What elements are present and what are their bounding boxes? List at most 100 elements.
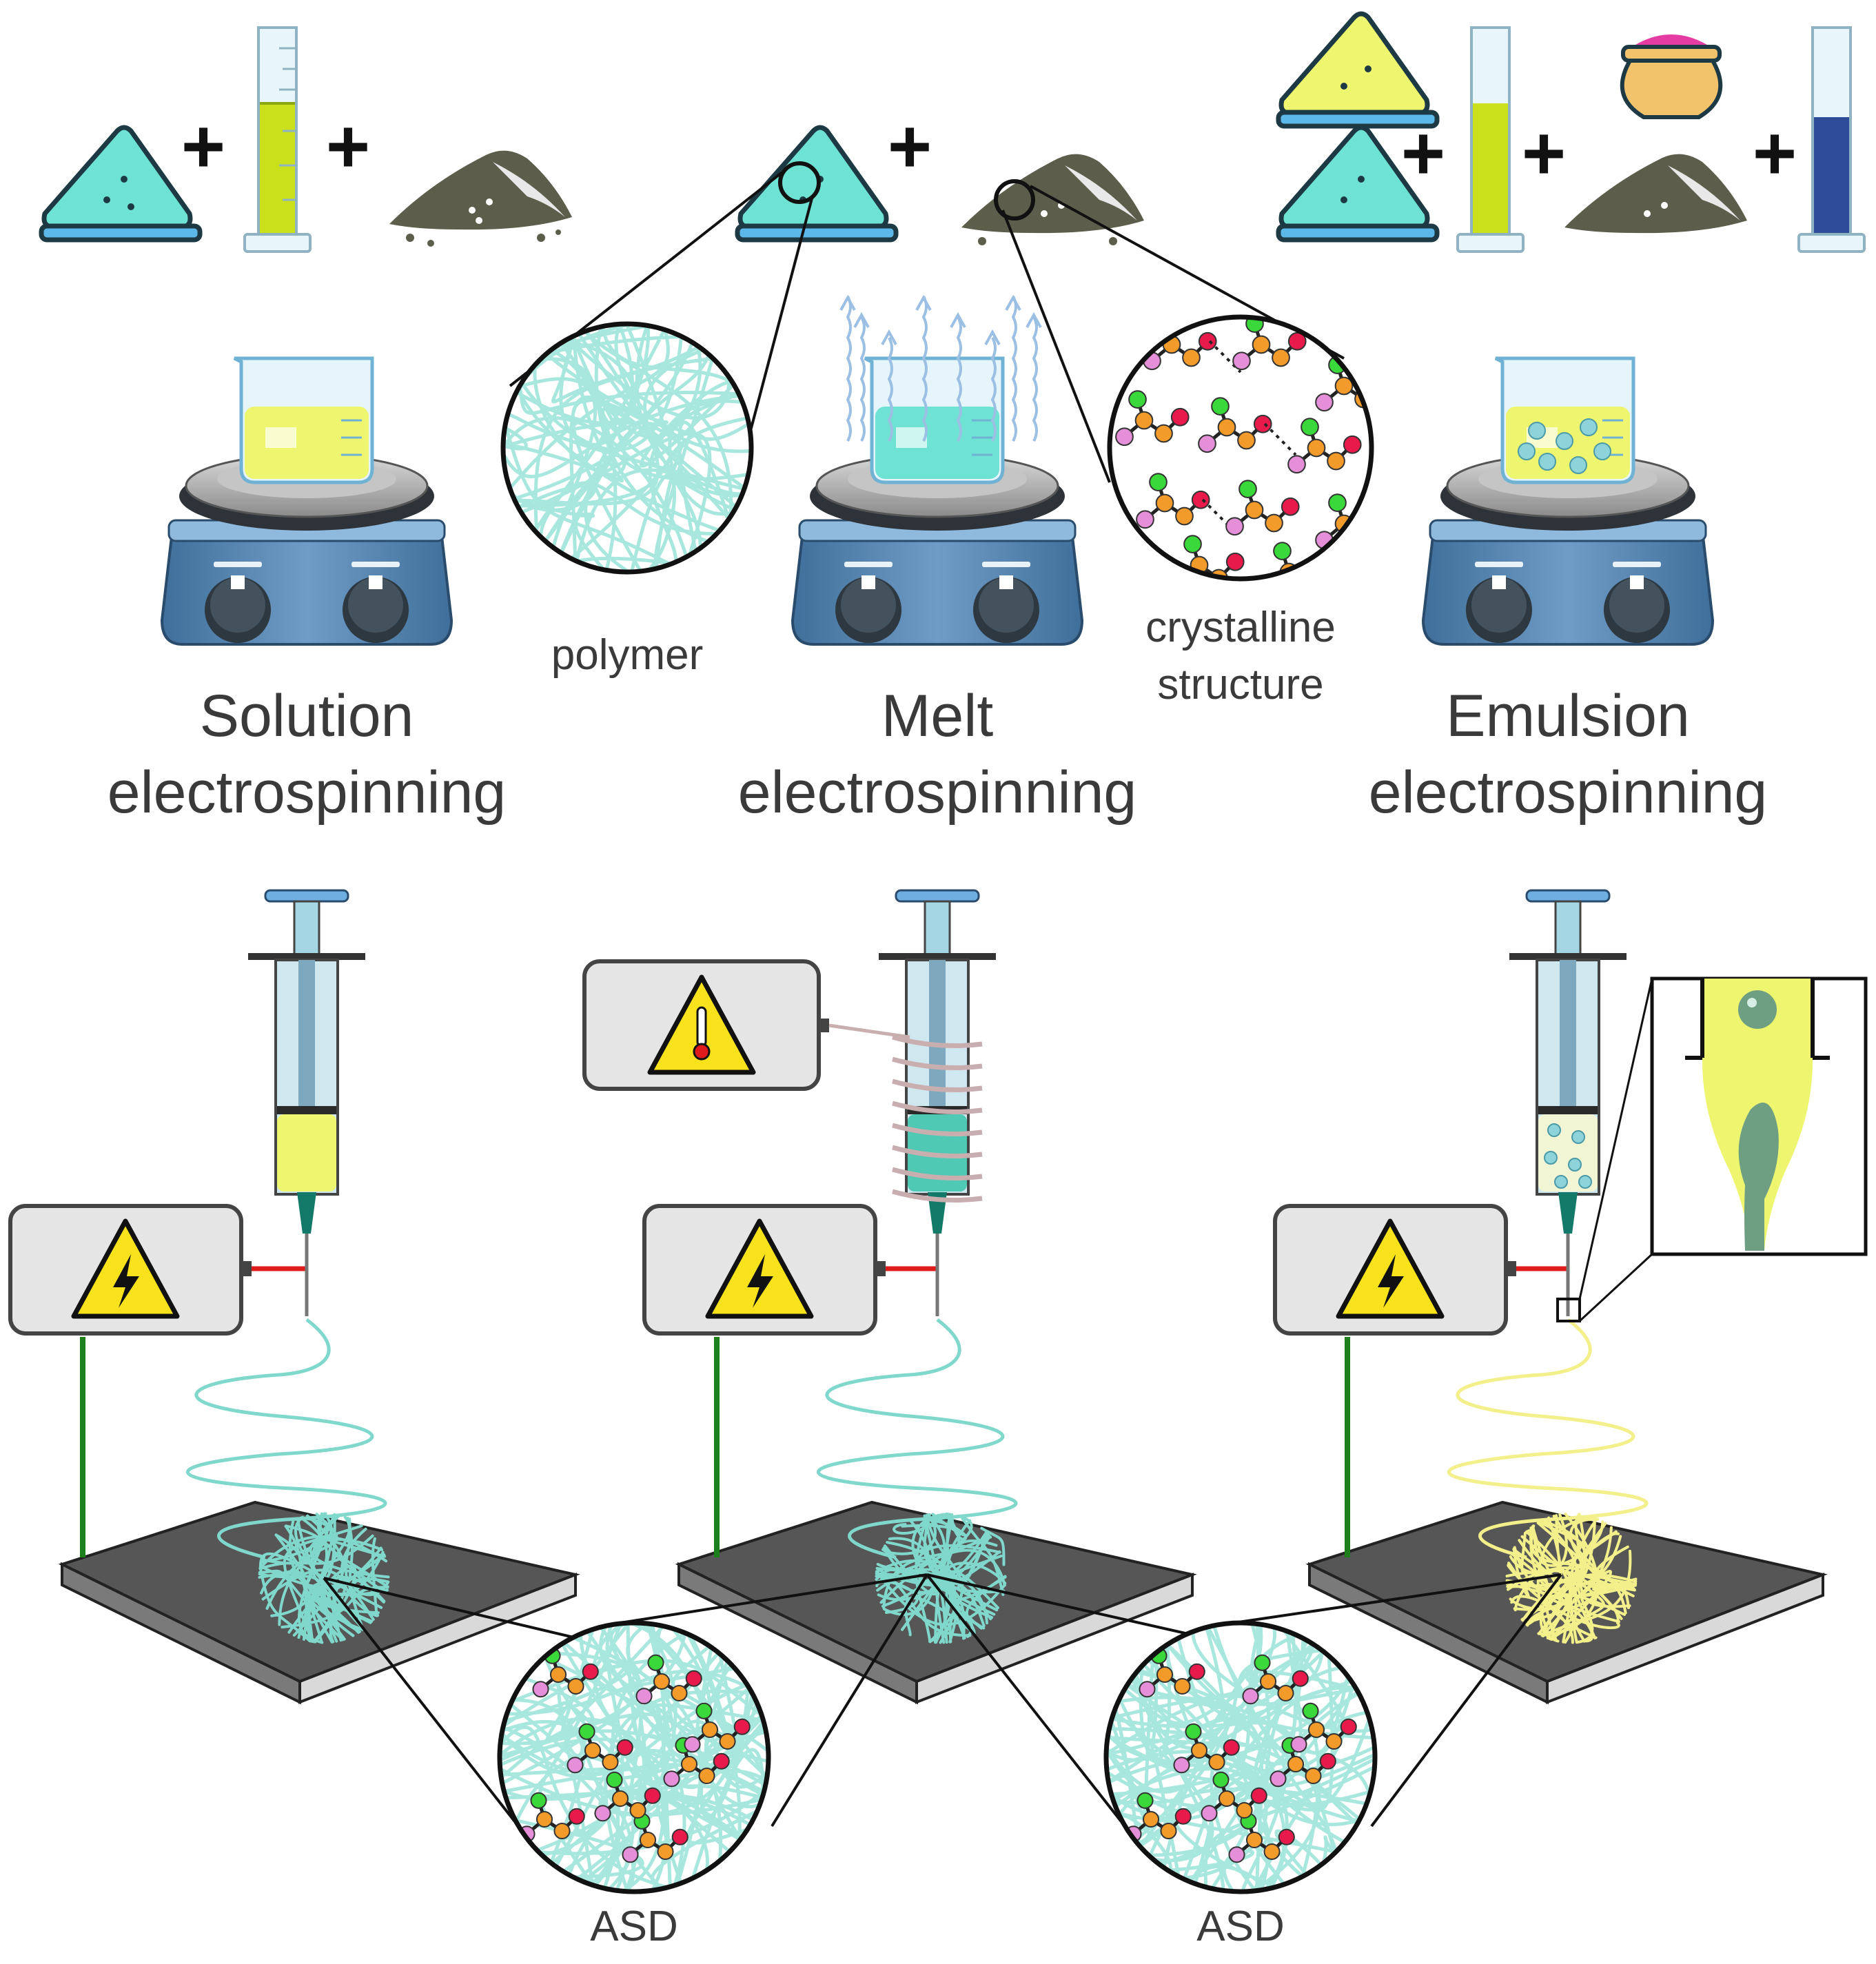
high-voltage-supply (8, 1204, 252, 1336)
electrospinning-rig-emulsion (1273, 889, 1828, 1705)
atom (733, 1718, 751, 1735)
atom (635, 1688, 653, 1705)
atom (1277, 1684, 1294, 1702)
atom (567, 1757, 584, 1774)
atom (578, 1723, 595, 1740)
atom (1211, 397, 1230, 416)
hotplate-stirrer-icon (160, 356, 453, 646)
method-title: Solution (199, 683, 414, 749)
beaker-icon (233, 356, 374, 484)
atom (629, 1801, 646, 1819)
atom (663, 1770, 680, 1788)
atom (1155, 493, 1174, 513)
high-voltage-warning-icon (1336, 1218, 1445, 1319)
atom (1301, 418, 1319, 436)
atom (1281, 497, 1300, 516)
atom (1327, 451, 1345, 471)
atom (1250, 1787, 1267, 1804)
method-subtitle: electrospinning (737, 759, 1137, 826)
syringe-icon (248, 889, 365, 1316)
atom (1208, 1753, 1225, 1771)
atom (1173, 1757, 1190, 1774)
plus-sign: + (888, 104, 932, 189)
emulsion-ingredients: + + + (1276, 11, 1866, 253)
atom (680, 1755, 698, 1773)
atom (1149, 473, 1168, 491)
atom (1253, 414, 1272, 433)
magnifier-ring (778, 161, 821, 204)
atom (1299, 575, 1318, 579)
polymer-chain (1505, 1512, 1638, 1644)
atom (1236, 1801, 1253, 1819)
oil-powder-icon (1276, 11, 1440, 129)
heating-coil (892, 1056, 983, 1070)
heating-coil (892, 1189, 983, 1203)
atom (1136, 510, 1154, 529)
plus-sign: + (326, 104, 370, 189)
graduated-cylinder-icon (1456, 26, 1525, 253)
heating-coil (892, 1167, 983, 1180)
atom (1325, 1732, 1343, 1750)
atom (1343, 435, 1362, 454)
fiber-mat (875, 1512, 1007, 1644)
polymer-chain (503, 324, 751, 572)
atom (1156, 1666, 1174, 1684)
method-subtitle: electrospinning (107, 759, 507, 826)
atom (584, 1741, 602, 1759)
atom (1139, 1681, 1156, 1698)
atom (719, 1732, 736, 1750)
atom (1315, 393, 1334, 412)
crystalline-label-line1: crystalline (1145, 604, 1336, 651)
atom (1170, 407, 1190, 427)
plus-sign: + (181, 104, 225, 189)
plus-sign: + (1522, 111, 1566, 196)
atom (1245, 500, 1264, 520)
hotplate-stirrer-icon (791, 294, 1084, 646)
atom (567, 1677, 584, 1695)
crystalline-label-line2: structure (1157, 661, 1324, 709)
atom (1212, 1771, 1230, 1788)
heater-unit (582, 959, 983, 1203)
polymer-powder-icon (39, 125, 203, 243)
polymer-label: polymer (551, 631, 704, 679)
atom (1134, 411, 1154, 430)
spinning-jet (185, 1318, 387, 1559)
atom (657, 1843, 674, 1861)
atom (653, 1673, 671, 1690)
surfactant-pot-icon (1620, 34, 1723, 119)
atom (1217, 418, 1236, 437)
atom (1370, 373, 1372, 392)
high-voltage-supply (642, 1204, 886, 1336)
fiber-mat (1505, 1512, 1638, 1644)
graduated-cylinder-icon (1797, 26, 1866, 253)
drug-powder-icon (389, 150, 572, 247)
atom (1370, 511, 1372, 530)
atom (1228, 1846, 1245, 1863)
atom (695, 1702, 713, 1719)
drug-powder-icon (961, 154, 1144, 245)
atom (1305, 1767, 1322, 1785)
atom (1175, 507, 1194, 526)
atom (1128, 390, 1147, 409)
atom (536, 1810, 553, 1828)
atom (1263, 1843, 1281, 1861)
atom (611, 1790, 629, 1808)
atom (1340, 1718, 1357, 1735)
method-title: Melt (881, 683, 994, 749)
asd-zoom-1 (323, 1573, 928, 1894)
electrospinning-rig-solution (8, 889, 580, 1705)
atom (1272, 348, 1290, 367)
atom (1225, 517, 1244, 536)
polymer-zoom (500, 171, 813, 575)
magnifier-ring (994, 179, 1035, 221)
method-title-emulsion: Emulsion electrospinning (1292, 682, 1844, 827)
spinning-jet (1447, 1318, 1649, 1559)
atom (1174, 1677, 1191, 1695)
polymer-chain (258, 1512, 390, 1644)
beaker-icon (864, 356, 1005, 484)
atom (1354, 527, 1372, 546)
atom (1287, 331, 1307, 351)
atom (1183, 535, 1202, 553)
atom (1182, 348, 1201, 367)
